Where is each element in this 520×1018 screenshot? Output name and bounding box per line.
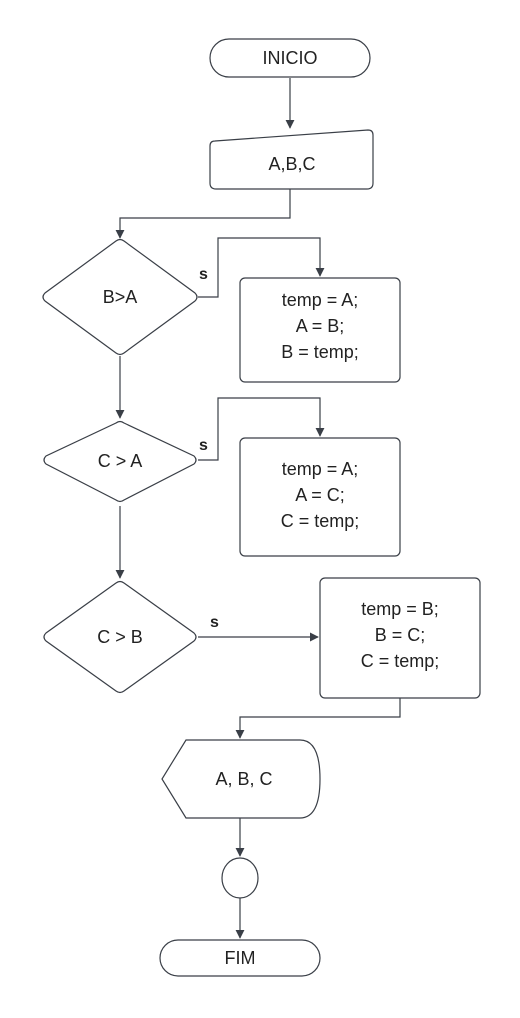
edge-cond-ca-yes-to-swap-ac	[198, 397, 325, 461]
terminator-inicio-label: INICIO	[262, 48, 317, 68]
process-swap-ab-line-3: B = temp;	[281, 342, 359, 362]
edge-swap-bc-to-output	[235, 698, 401, 739]
process-swap-ac-line-3: C = temp;	[281, 511, 360, 531]
process-swap-bc-line-1: temp = B;	[361, 599, 439, 619]
edge-input-to-cond-ba	[115, 189, 291, 239]
process-swap-ab-line-2: A = B;	[296, 316, 345, 336]
decision-b-gt-a-label: B>A	[103, 287, 138, 307]
display-output-abc-label: A, B, C	[215, 769, 272, 789]
decision-c-gt-b: C > B	[43, 580, 197, 694]
process-swap-ac-line-1: temp = A;	[282, 459, 359, 479]
yes-label-cond-ca: s	[199, 437, 208, 454]
yes-label-cond-cb: s	[210, 614, 219, 631]
terminator-fim-label: FIM	[225, 948, 256, 968]
connector-circle	[221, 857, 259, 899]
display-output-abc: A, B, C	[161, 739, 321, 819]
process-swap-ab-line-1: temp = A;	[282, 290, 359, 310]
decision-c-gt-a-label: C > A	[98, 451, 143, 471]
decision-c-gt-b-label: C > B	[97, 627, 143, 647]
yes-label-cond-ba: s	[199, 266, 208, 283]
decision-c-gt-a: C > A	[43, 420, 197, 503]
process-swap-ab: temp = A; A = B; B = temp;	[239, 277, 401, 383]
input-abc-label: A,B,C	[268, 154, 315, 174]
terminator-fim: FIM	[159, 939, 321, 977]
edge-cond-ba-yes-to-swap-ab	[198, 237, 325, 298]
process-swap-ac: temp = A; A = C; C = temp;	[239, 437, 401, 557]
process-swap-bc-line-3: C = temp;	[361, 651, 440, 671]
terminator-inicio: INICIO	[209, 38, 371, 78]
edges	[115, 78, 401, 939]
process-swap-bc: temp = B; B = C; C = temp;	[319, 577, 481, 699]
process-swap-ac-line-2: A = C;	[295, 485, 345, 505]
decision-b-gt-a: B>A	[42, 238, 198, 356]
process-swap-bc-line-2: B = C;	[375, 625, 426, 645]
input-abc: A,B,C	[209, 129, 374, 190]
